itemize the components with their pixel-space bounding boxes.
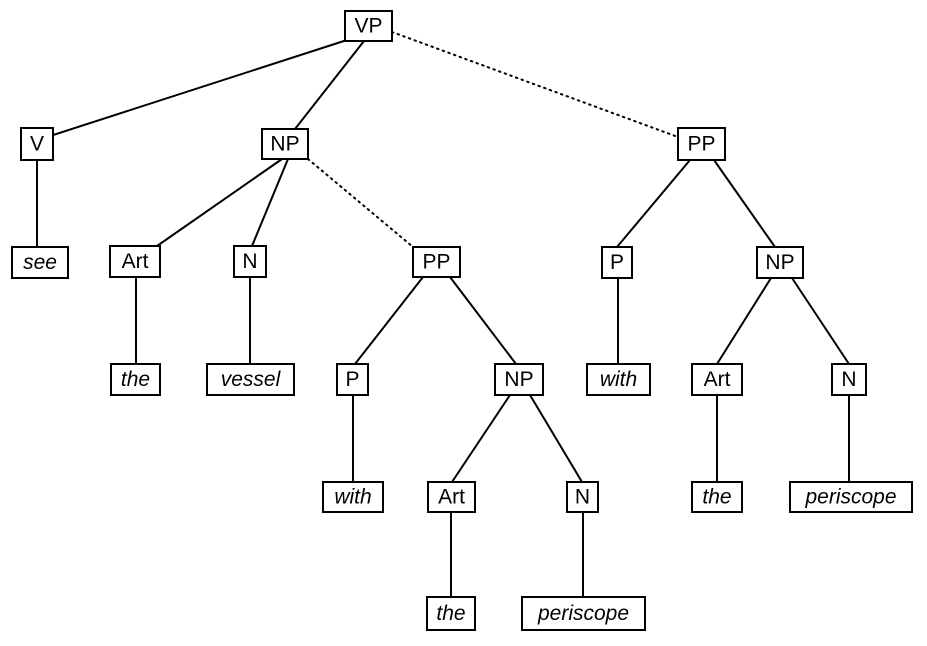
node-label-vessel: vessel [221, 368, 282, 391]
node-label-vp: VP [354, 15, 382, 38]
node-label-np_right: NP [765, 251, 794, 274]
node-label-peri_right: periscope [804, 486, 896, 509]
tree-node-np1[interactable]: NP [261, 128, 309, 160]
tree-edge-np_right-to-art_right [716, 277, 772, 365]
node-box-np_mid [494, 363, 544, 396]
tree-edge-vp-to-v [46, 39, 348, 138]
node-box-np_right [756, 246, 804, 279]
node-box-art_mid [427, 481, 476, 513]
tree-edge-np1-to-art1 [156, 158, 283, 247]
tree-node-art_right[interactable]: Art [691, 363, 743, 396]
tree-node-pp_right[interactable]: PP [677, 127, 726, 161]
node-box-see [11, 246, 69, 279]
tree-edge-vp-to-pp_right [391, 31, 679, 138]
node-label-p_mid: P [345, 368, 359, 391]
node-box-n1 [233, 245, 267, 278]
tree-node-see[interactable]: see [11, 246, 69, 279]
node-label-with_mid: with [334, 486, 371, 509]
tree-node-n_right[interactable]: N [831, 363, 867, 396]
tree-node-with_right[interactable]: with [586, 363, 651, 396]
tree-node-peri_mid[interactable]: periscope [521, 596, 646, 631]
tree-node-art_mid[interactable]: Art [427, 481, 476, 513]
tree-node-v[interactable]: V [20, 127, 54, 161]
node-label-p_right: P [610, 251, 624, 274]
node-box-the_mid [426, 596, 476, 631]
tree-edge-pp_right-to-p_right [616, 159, 691, 248]
node-label-with_right: with [600, 368, 637, 391]
node-box-pp_mid [412, 246, 461, 278]
node-box-the1 [110, 363, 161, 396]
node-label-n1: N [242, 250, 257, 273]
node-label-pp_mid: PP [422, 251, 450, 274]
node-label-the_right: the [702, 486, 731, 509]
tree-node-np_right[interactable]: NP [756, 246, 804, 279]
node-box-p_mid [336, 363, 369, 396]
tree-node-peri_right[interactable]: periscope [789, 481, 913, 513]
tree-node-n_mid[interactable]: N [566, 481, 599, 513]
tree-node-p_mid[interactable]: P [336, 363, 369, 396]
node-label-art_mid: Art [438, 486, 465, 509]
node-label-art_right: Art [704, 368, 731, 391]
node-box-p_right [601, 246, 633, 279]
tree-node-p_right[interactable]: P [601, 246, 633, 279]
node-box-np1 [261, 128, 309, 160]
tree-node-the_right[interactable]: the [691, 481, 743, 513]
node-label-peri_mid: periscope [537, 602, 629, 625]
node-box-v [20, 127, 54, 161]
node-box-art1 [109, 245, 161, 278]
tree-edge-np1-to-pp_mid [307, 158, 414, 248]
node-box-with_right [586, 363, 651, 396]
node-label-the_mid: the [436, 602, 465, 625]
tree-edge-np_mid-to-art_mid [451, 394, 511, 483]
tree-node-with_mid[interactable]: with [322, 481, 384, 513]
tree-edge-pp_mid-to-np_mid [449, 276, 517, 365]
node-box-art_right [691, 363, 743, 396]
tree-node-the_mid[interactable]: the [426, 596, 476, 631]
tree-edge-pp_mid-to-p_mid [354, 276, 424, 365]
tree-edge-vp-to-np1 [294, 40, 365, 130]
node-box-peri_right [789, 481, 913, 513]
node-label-np_mid: NP [504, 368, 533, 391]
node-label-the1: the [121, 368, 150, 391]
tree-node-the1[interactable]: the [110, 363, 161, 396]
node-label-n_mid: N [575, 486, 590, 509]
node-box-vessel [206, 363, 295, 396]
tree-node-np_mid[interactable]: NP [494, 363, 544, 396]
tree-node-vessel[interactable]: vessel [206, 363, 295, 396]
node-box-pp_right [677, 127, 726, 161]
node-box-n_mid [566, 481, 599, 513]
node-label-pp_right: PP [687, 133, 715, 156]
tree-node-vp[interactable]: VP [344, 10, 393, 42]
tree-edge-np_right-to-n_right [791, 277, 850, 365]
node-label-see: see [23, 251, 57, 274]
edge-layer [36, 31, 850, 597]
node-box-vp [344, 10, 393, 42]
node-box-with_mid [322, 481, 384, 513]
node-label-v: V [30, 133, 44, 156]
tree-node-art1[interactable]: Art [109, 245, 161, 278]
node-label-np1: NP [270, 133, 299, 156]
tree-node-pp_mid[interactable]: PP [412, 246, 461, 278]
tree-edge-np_mid-to-n_mid [529, 394, 583, 483]
node-box-n_right [831, 363, 867, 396]
node-box-the_right [691, 481, 743, 513]
tree-edge-pp_right-to-np_right [713, 159, 776, 248]
node-label-art1: Art [122, 250, 149, 273]
node-box-peri_mid [521, 596, 646, 631]
tree-edge-np1-to-n1 [251, 158, 289, 247]
node-label-n_right: N [841, 368, 856, 391]
tree-node-n1[interactable]: N [233, 245, 267, 278]
